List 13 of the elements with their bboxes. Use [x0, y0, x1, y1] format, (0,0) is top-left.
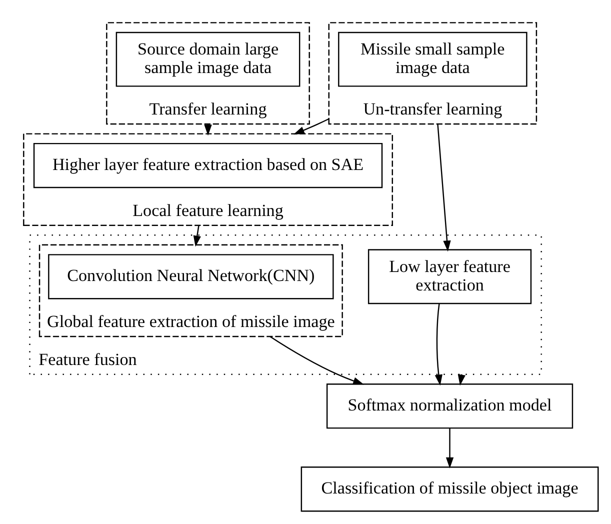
- arrow: [434, 304, 442, 386]
- arrow: [269, 336, 364, 385]
- arrow: [192, 225, 200, 247]
- arrow: [436, 124, 450, 252]
- arrow: [292, 118, 329, 134]
- arrow: [445, 428, 454, 468]
- node-box: Low layer feature extraction: [367, 249, 532, 304]
- node-box: Higher layer feature extraction based on SAE: [32, 142, 382, 188]
- node-box: Convolution Neural Network(CNN): [48, 254, 334, 300]
- node-box: Softmax normalization model: [326, 383, 573, 429]
- node-box: Classification of missile object image: [300, 466, 598, 512]
- node-box: Missile small sample image data: [338, 32, 527, 87]
- node-box: Source domain large sample image data: [115, 32, 300, 87]
